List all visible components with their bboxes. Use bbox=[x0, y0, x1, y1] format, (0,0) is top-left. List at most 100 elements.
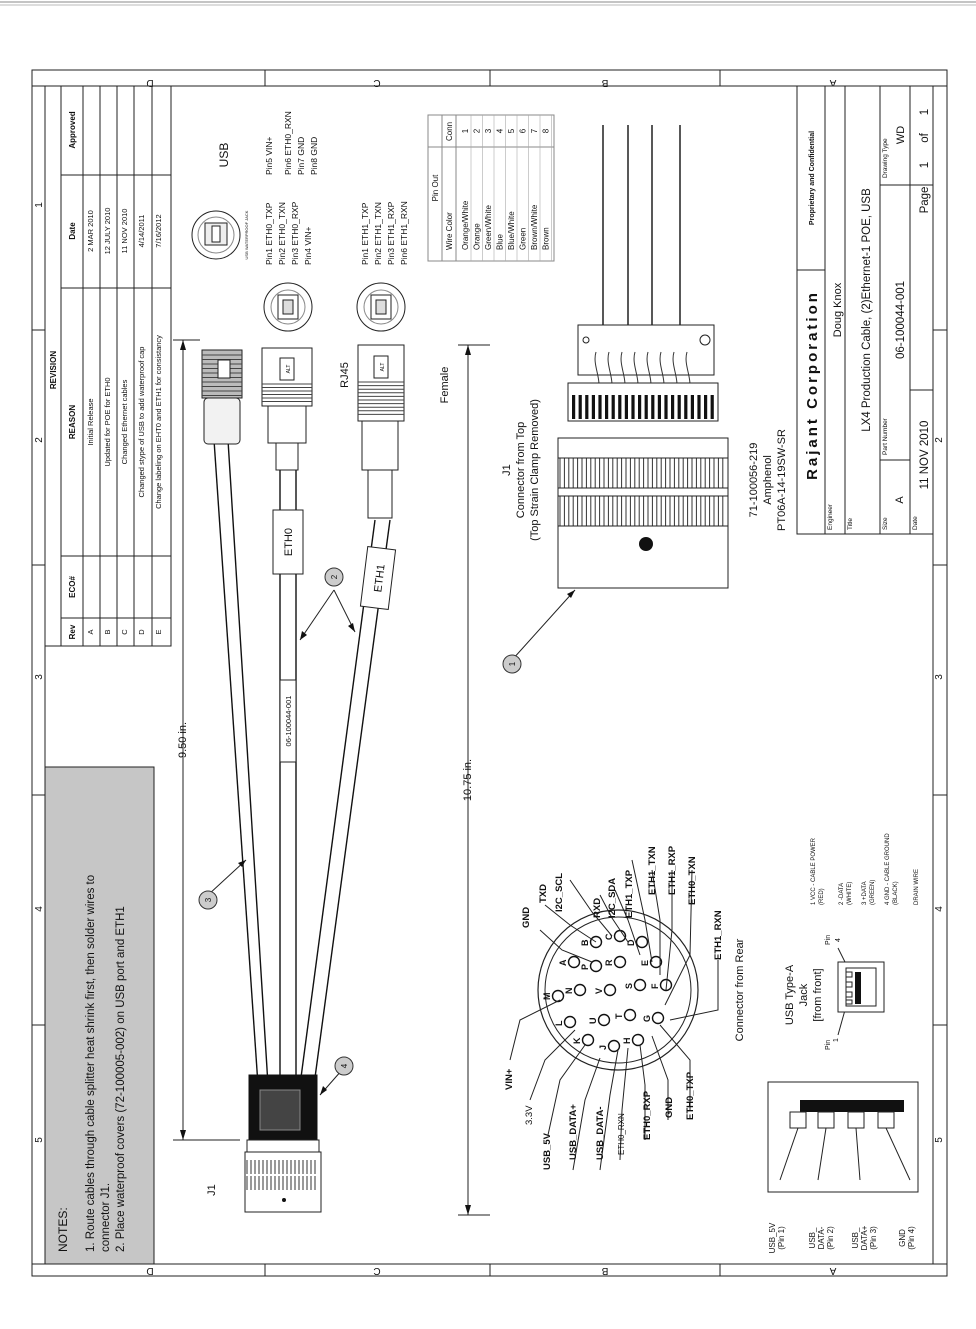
rear-pin-a bbox=[567, 955, 581, 969]
zone-col-5-right: 5 bbox=[934, 1137, 945, 1143]
j1-pin-tick bbox=[657, 395, 661, 419]
signal-i2c-sda: I2C_SDA bbox=[607, 878, 618, 918]
zone-col-4-left: 4 bbox=[34, 906, 45, 912]
usb-legend-line-7: (BLACK) bbox=[893, 881, 899, 905]
part-number-value: 06-100044-001 bbox=[895, 281, 907, 359]
zone-col-5-left: 5 bbox=[34, 1137, 45, 1143]
cable-part-number: 06-100044-001 bbox=[284, 696, 293, 747]
j1-top-line-1: J1 bbox=[501, 464, 513, 476]
j1-knurl-band bbox=[557, 457, 729, 489]
j1-side-connector: J1 bbox=[206, 1074, 322, 1213]
pinout-table: Pin Out Wire Color Conn Orange/White1Ora… bbox=[427, 114, 555, 262]
cable-label-eth1: ETH1 bbox=[372, 564, 387, 593]
rear-pin-u bbox=[597, 1013, 611, 1027]
usb-legend-line-8: DRAIN WIRE bbox=[914, 869, 920, 905]
j1-pin-tick bbox=[618, 395, 622, 419]
pinout-header-color: Wire Color bbox=[445, 212, 454, 250]
eth0-alt-mark: ALT bbox=[286, 365, 292, 374]
rear-pin-letter-g: G bbox=[642, 1015, 652, 1022]
pinout-conn-1: 2 bbox=[473, 128, 482, 133]
j1-pin-tick bbox=[598, 395, 602, 419]
cable-label-eth0: ETH0 bbox=[283, 528, 295, 556]
usb-pin-3: Pin3 ETH0_RXP bbox=[290, 201, 300, 265]
j1-pin-tick bbox=[611, 395, 615, 419]
j1-pin-tick bbox=[684, 395, 688, 419]
balloon-3-text: 3 bbox=[204, 897, 213, 902]
revision-rev-2: C bbox=[120, 629, 129, 635]
usb-jack-pin1-label: Pin bbox=[825, 1040, 832, 1050]
usb-legend-line-1: (RED) bbox=[819, 888, 825, 905]
j1-top-line-3: (Top Strain Clamp Removed) bbox=[529, 399, 541, 541]
j1-top-line-2: Connector from Top bbox=[515, 422, 527, 518]
j1-pin-tick bbox=[585, 395, 589, 419]
usb-plug-label-2-1: DATA+ bbox=[860, 1225, 869, 1250]
dimension-lines: 9.50 in. 10.75 in. Female bbox=[173, 339, 490, 1216]
usb-end-view: USB WATERPROOF JACK USB bbox=[191, 143, 249, 260]
signal-rxd: RXD bbox=[592, 898, 603, 918]
signal-eth1-rxp: ETH1_RXP bbox=[667, 845, 678, 895]
usb-plug-pinout: USB_5V(Pin 1)USB_DATA-(Pin 2)USB_DATA+(P… bbox=[767, 1081, 919, 1253]
rear-pin-letter-e: E bbox=[640, 960, 650, 966]
rear-pin-letter-s: S bbox=[624, 983, 634, 989]
balloon-2 bbox=[324, 567, 344, 587]
usb-pin-1: Pin1 ETH0_TXP bbox=[264, 202, 274, 265]
zone-row-c-bottom: C bbox=[373, 1265, 380, 1276]
j1-mfr-part: PT06A-14-19SW-SR bbox=[776, 429, 788, 531]
pinout-color-6: Brown/White bbox=[530, 204, 539, 250]
pinout-color-2: Green/White bbox=[484, 205, 493, 250]
rear-pin-letter-p: P bbox=[580, 964, 590, 970]
revision-table: REVISION Rev ECO# REASON Date Approved A… bbox=[44, 85, 172, 647]
signal-i2c-scl: I2C_SCL bbox=[554, 873, 565, 912]
eth1-end-view bbox=[356, 282, 406, 332]
rear-pin-letter-r: R bbox=[604, 959, 614, 966]
usb-legend-line-3: (WHITE) bbox=[847, 882, 853, 905]
revision-header-eco: ECO# bbox=[68, 576, 77, 598]
pinout-conn-2: 3 bbox=[484, 128, 493, 133]
revision-reason-0: Initial Release bbox=[86, 398, 95, 445]
rear-connector-caption: Connector from Rear bbox=[734, 938, 746, 1041]
revision-date-3: 4/14/2011 bbox=[137, 215, 146, 248]
rear-pin-letter-k: K bbox=[572, 1037, 582, 1044]
zone-row-c-top: C bbox=[373, 77, 380, 88]
pinout-conn-3: 4 bbox=[496, 128, 505, 133]
j1-pin-tick bbox=[605, 395, 609, 419]
balloon-3 bbox=[198, 890, 218, 910]
balloon-2-text: 2 bbox=[330, 574, 339, 579]
signal-eth0-txn: ETH0_TXN bbox=[687, 856, 698, 905]
rear-pin-d bbox=[635, 935, 649, 949]
notes-line-2: connector J1. bbox=[100, 1183, 112, 1252]
rear-pin-letter-c: C bbox=[604, 933, 614, 940]
signal-eth1-txn: ETH1_TXN bbox=[647, 846, 658, 895]
company-name: Rajant Corporation bbox=[804, 290, 821, 480]
j1-pin-tick bbox=[624, 395, 628, 419]
j1-pin-tick bbox=[664, 395, 668, 419]
rj45-pin-2: Pin2 ETH1_TXN bbox=[373, 202, 383, 265]
drawing-type-label: Drawing Type bbox=[882, 138, 889, 178]
j1-pin-tick bbox=[710, 395, 714, 419]
notes-box: NOTES: 1. Route cables through cable spl… bbox=[44, 766, 155, 1265]
rear-pin-k bbox=[581, 1033, 595, 1047]
pinout-header-conn: Conn bbox=[445, 122, 454, 141]
female-label: Female bbox=[439, 367, 451, 404]
j1-pin-tick bbox=[638, 395, 642, 419]
usb-waterproof-plug bbox=[201, 349, 243, 445]
j1-pin-tick bbox=[671, 395, 675, 419]
signal-gnd-top: GND bbox=[521, 907, 532, 928]
engineer-name: Doug Knox bbox=[832, 282, 844, 337]
j1-pin-tick bbox=[704, 395, 708, 419]
balloon-4 bbox=[334, 1056, 354, 1076]
rear-pin-h bbox=[631, 1033, 645, 1047]
usb-plug-label-1-0: USB_ bbox=[808, 1227, 817, 1248]
drawing-type-value: WD bbox=[895, 126, 907, 144]
rear-pin-letter-h: H bbox=[622, 1038, 632, 1045]
revision-header-date: Date bbox=[68, 222, 77, 240]
usb-color-legend: 1 VCC - CABLE POWER(RED)2 -DATA(WHITE)3 … bbox=[811, 833, 920, 905]
notes-line-1: 1. Route cables through cable splitter h… bbox=[85, 875, 97, 1252]
usb-jack-pin4-label: Pin bbox=[825, 935, 832, 945]
usb-legend-line-6: 4 GND - CABLE GROUND bbox=[885, 833, 891, 905]
date-label: Date bbox=[912, 516, 919, 530]
j1-manufacturer: Amphenol bbox=[762, 455, 774, 505]
signal-eth1-rxn: ETH1_RXN bbox=[713, 910, 724, 960]
